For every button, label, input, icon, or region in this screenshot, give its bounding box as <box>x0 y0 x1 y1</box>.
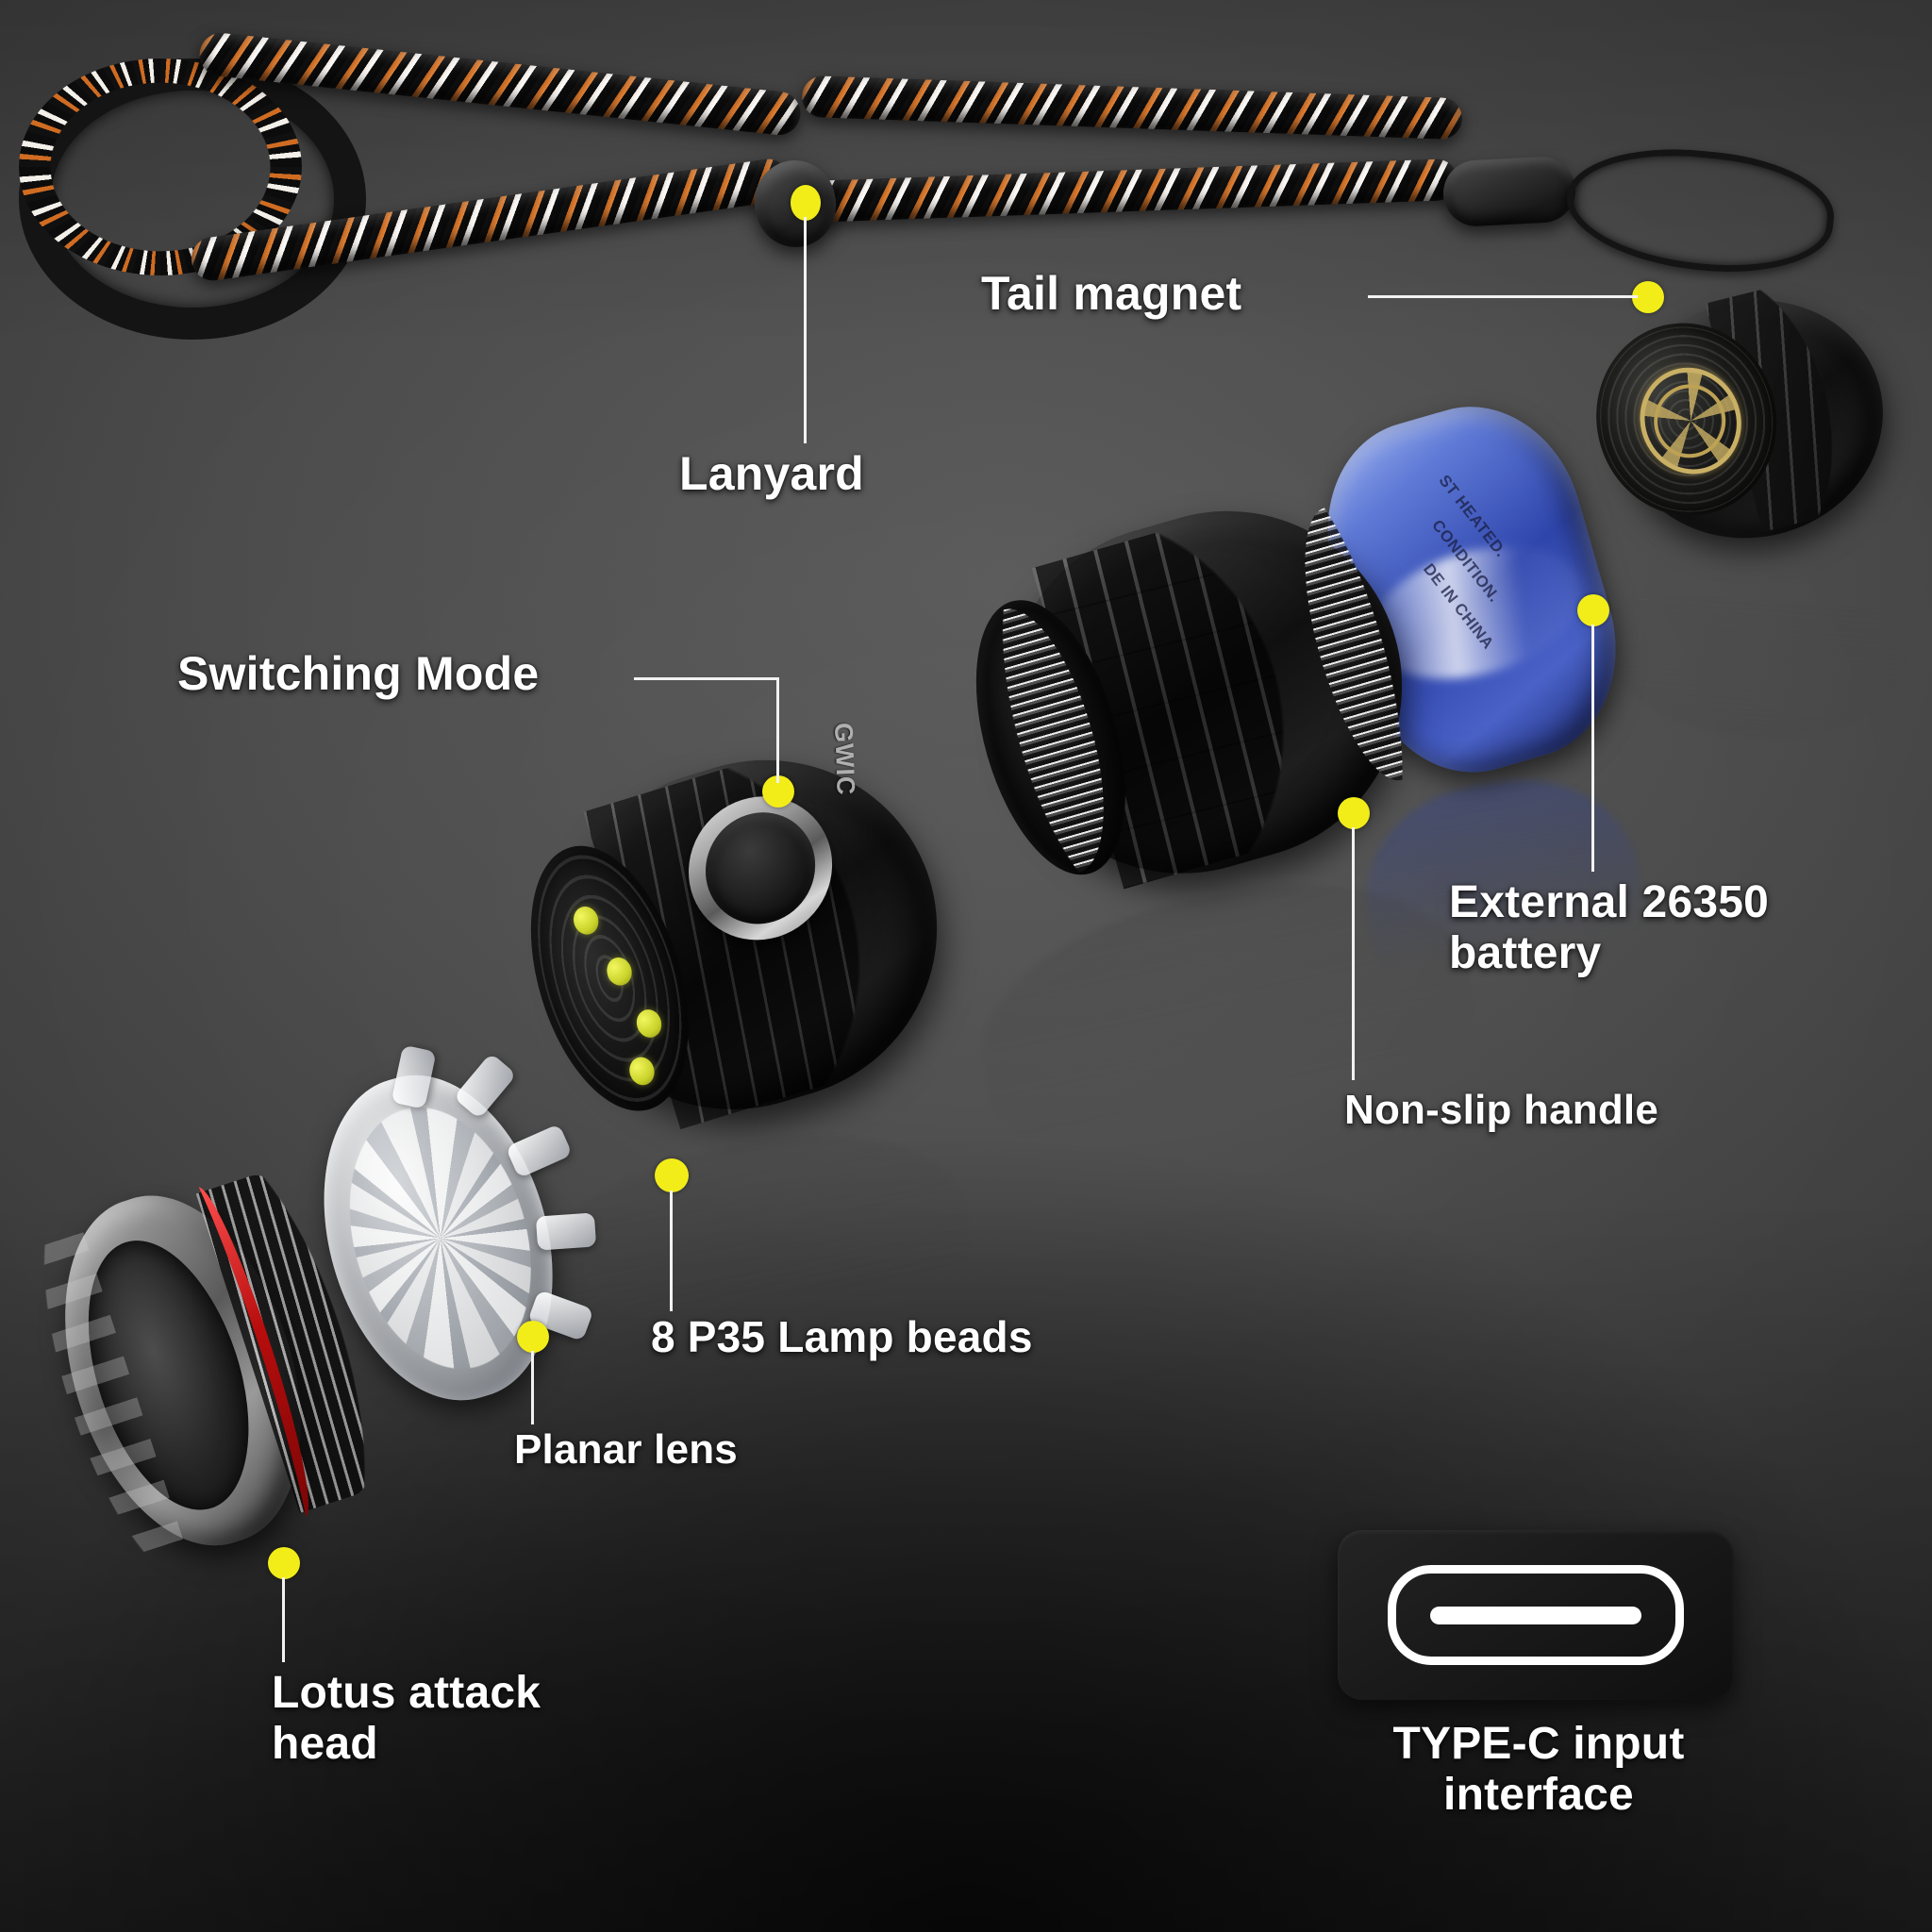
callout-label-lamp-beads: 8 P35 Lamp beads <box>651 1312 1033 1361</box>
callout-label-type-c: TYPE-C input interface <box>1392 1719 1685 1820</box>
callout-label-lotus-head: Lotus attack head <box>272 1668 541 1769</box>
callout-dot-lotus-head <box>268 1547 300 1579</box>
callout-label-handle: Non-slip handle <box>1344 1087 1658 1133</box>
callout-dot-battery <box>1577 594 1609 626</box>
callout-label-battery: External 26350 battery <box>1449 877 1770 978</box>
usb-c-icon-bar <box>1430 1606 1641 1624</box>
leader-line-handle <box>1352 827 1355 1080</box>
leader-line-switching-mode-horizontal <box>634 677 778 680</box>
callout-label-switching-mode: Switching Mode <box>177 647 540 700</box>
lanyard-cord-tail-upper <box>801 75 1463 141</box>
callout-dot-lanyard <box>791 185 821 221</box>
leader-line-switching-mode-vertical <box>776 677 779 783</box>
power-switch-button[interactable] <box>703 811 818 925</box>
type-c-port <box>1338 1530 1734 1700</box>
lens-tab <box>535 1212 597 1251</box>
callout-dot-planar-lens <box>517 1321 549 1353</box>
leader-line-lamp-beads <box>670 1191 673 1311</box>
usb-c-icon <box>1388 1565 1684 1665</box>
leader-line-planar-lens <box>531 1351 534 1424</box>
callout-label-planar-lens: Planar lens <box>514 1426 738 1473</box>
leader-line-lotus-head <box>282 1577 285 1662</box>
leader-line-battery <box>1591 625 1594 872</box>
callout-dot-lamp-beads <box>655 1158 689 1192</box>
brand-logo: GWIC <box>829 722 860 797</box>
callout-dot-handle <box>1338 797 1370 829</box>
lanyard-cord-tail-lower <box>806 158 1458 224</box>
lanyard-end-cap <box>1441 155 1577 228</box>
callout-label-lanyard: Lanyard <box>679 447 864 500</box>
leader-line-tail-magnet <box>1368 295 1638 298</box>
lanyard-tail-loop <box>1560 137 1840 284</box>
lanyard-part <box>0 30 1840 340</box>
leader-line-lanyard <box>804 217 807 443</box>
callout-label-tail-magnet: Tail magnet <box>981 267 1242 320</box>
lens-tab <box>505 1124 574 1179</box>
